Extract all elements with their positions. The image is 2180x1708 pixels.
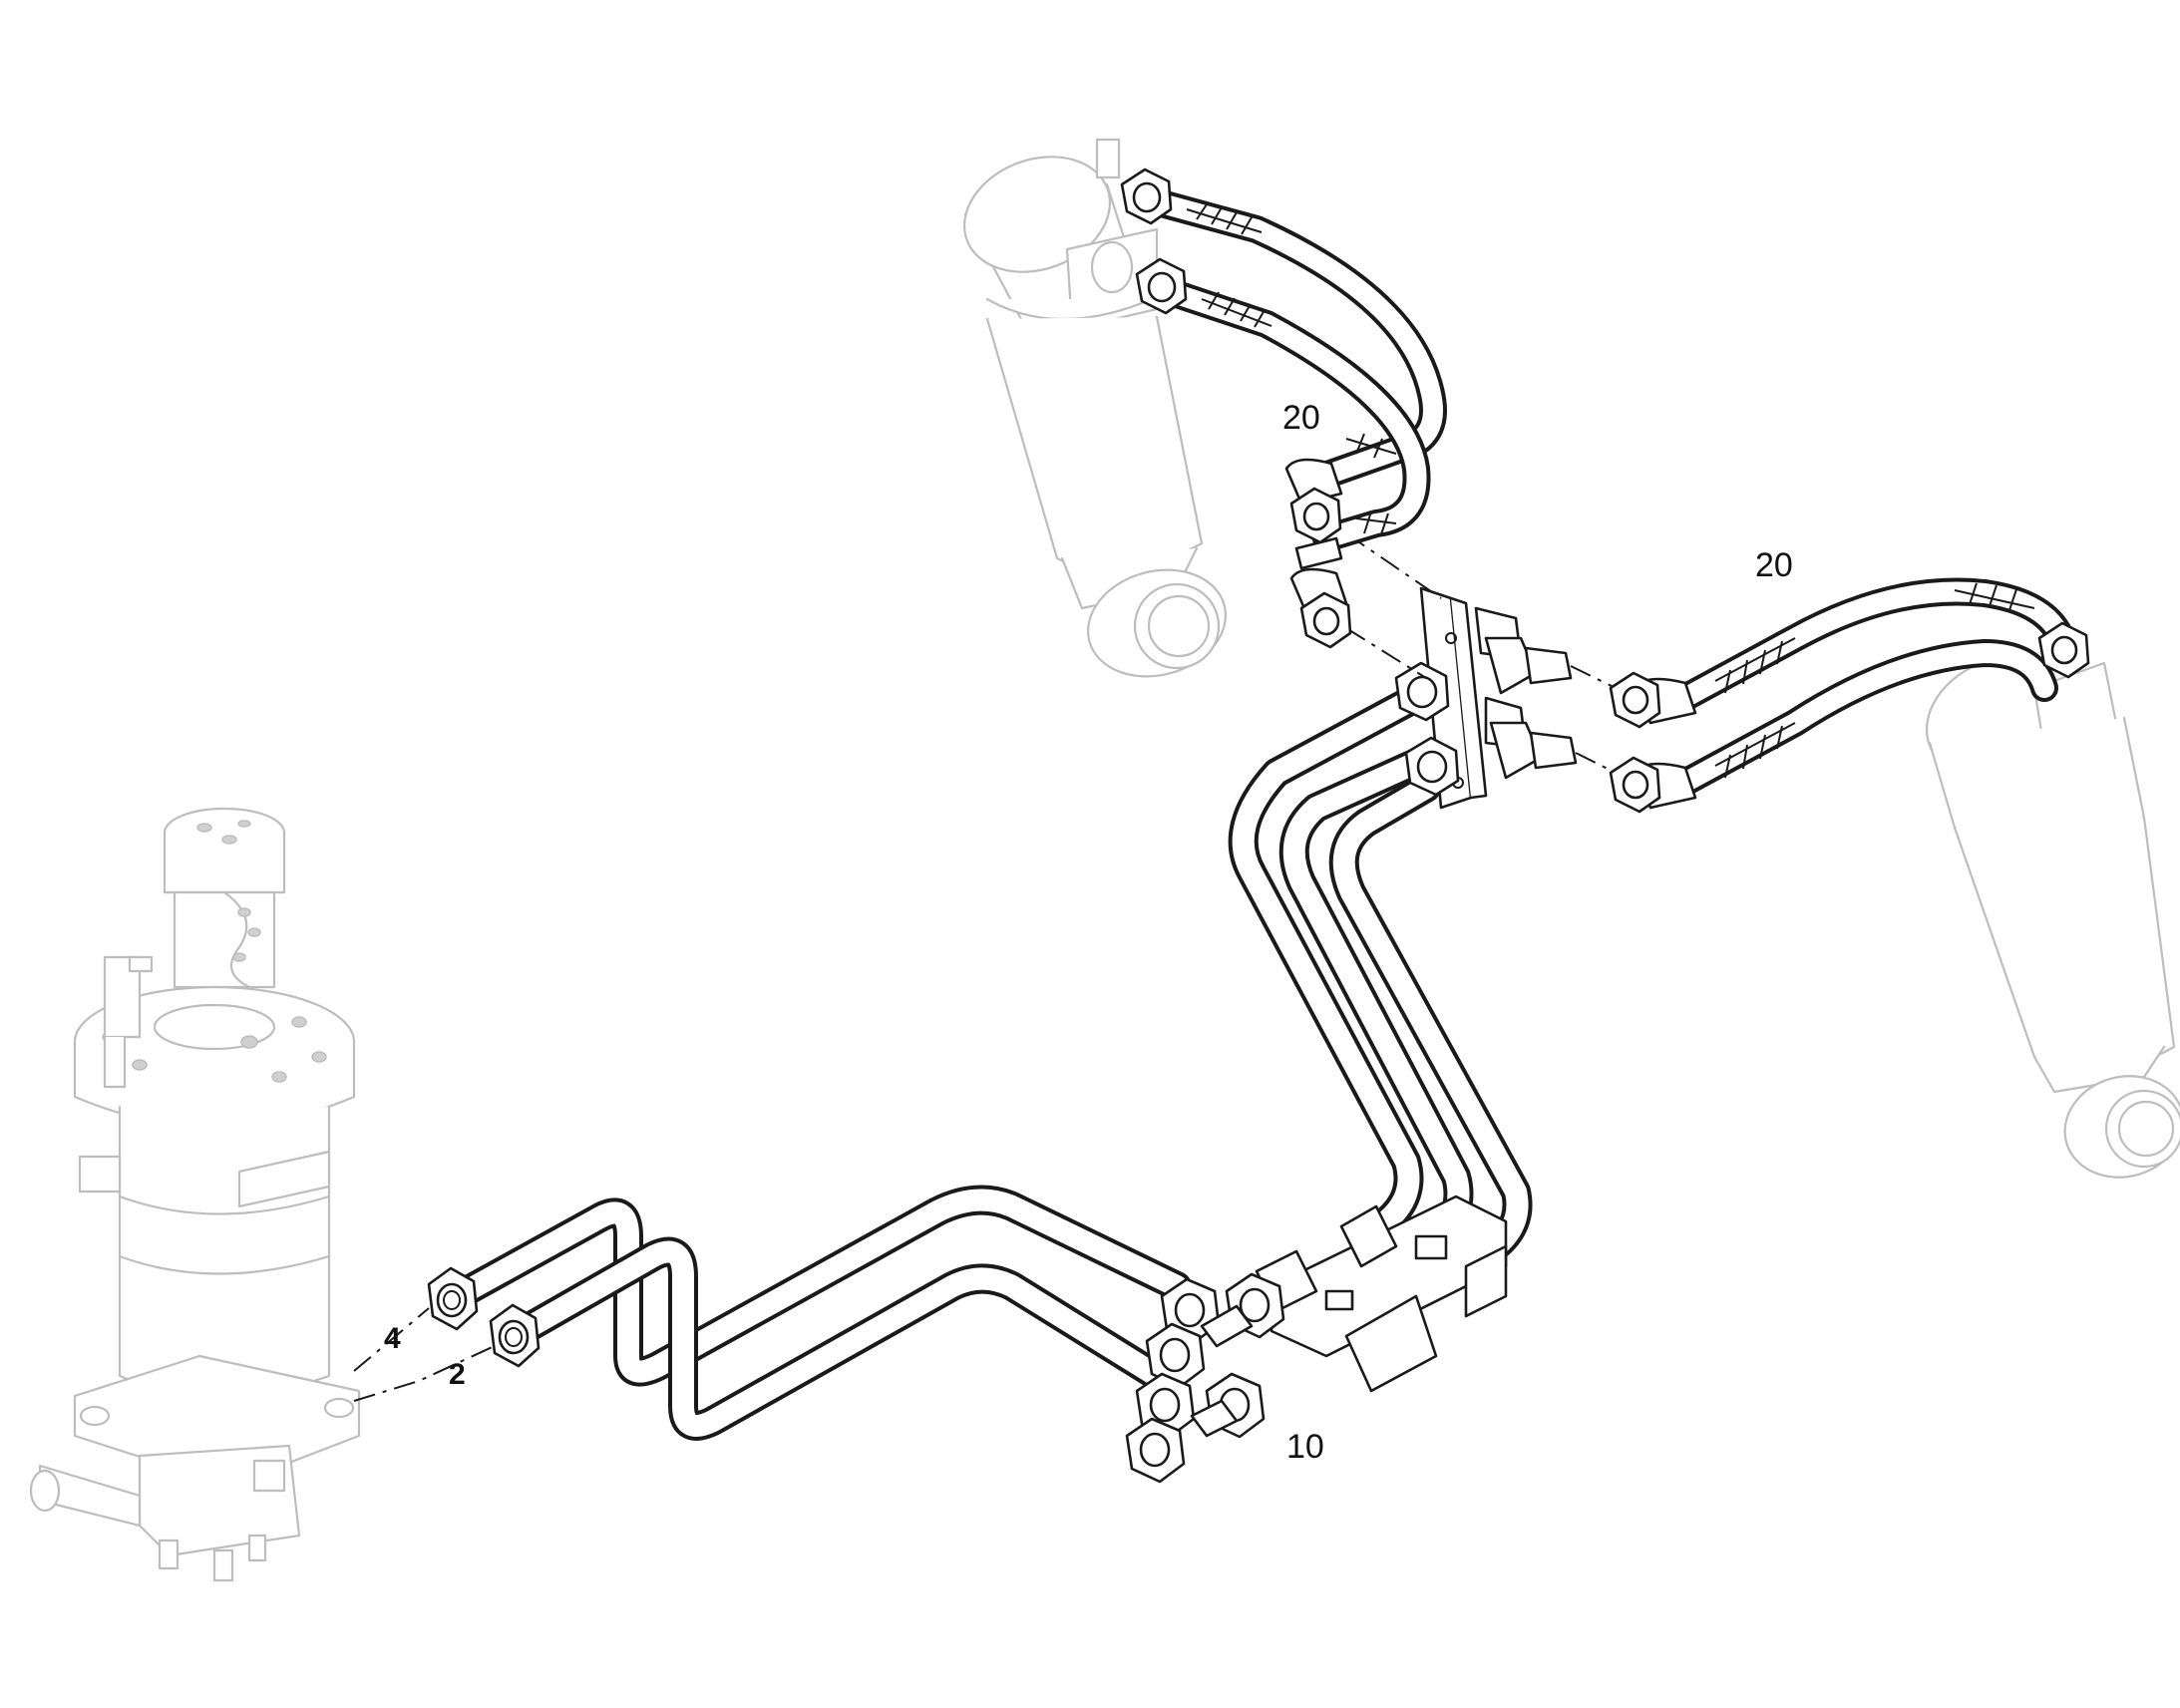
lower-junction-block	[1125, 1195, 1508, 1484]
nut-port-4	[427, 1266, 479, 1331]
upper-hose-set	[1120, 168, 1447, 649]
hydraulic-cylinder-upper-left	[962, 138, 1228, 678]
hydraulic-cylinder-right	[1925, 636, 2180, 1179]
nut-port-2	[489, 1303, 541, 1368]
right-hose-set	[1609, 577, 2090, 814]
callout-4: 4	[384, 1322, 401, 1355]
assembly-leaders	[353, 532, 1617, 1402]
callout-20-right: 20	[1755, 546, 1793, 584]
distribution-block	[1394, 586, 1578, 810]
callout-10: 10	[1286, 1428, 1324, 1466]
callout-2: 2	[449, 1358, 466, 1391]
port-fittings	[427, 1266, 541, 1368]
callout-20-upper: 20	[1282, 399, 1320, 437]
steering-valve-unit	[29, 807, 361, 1582]
